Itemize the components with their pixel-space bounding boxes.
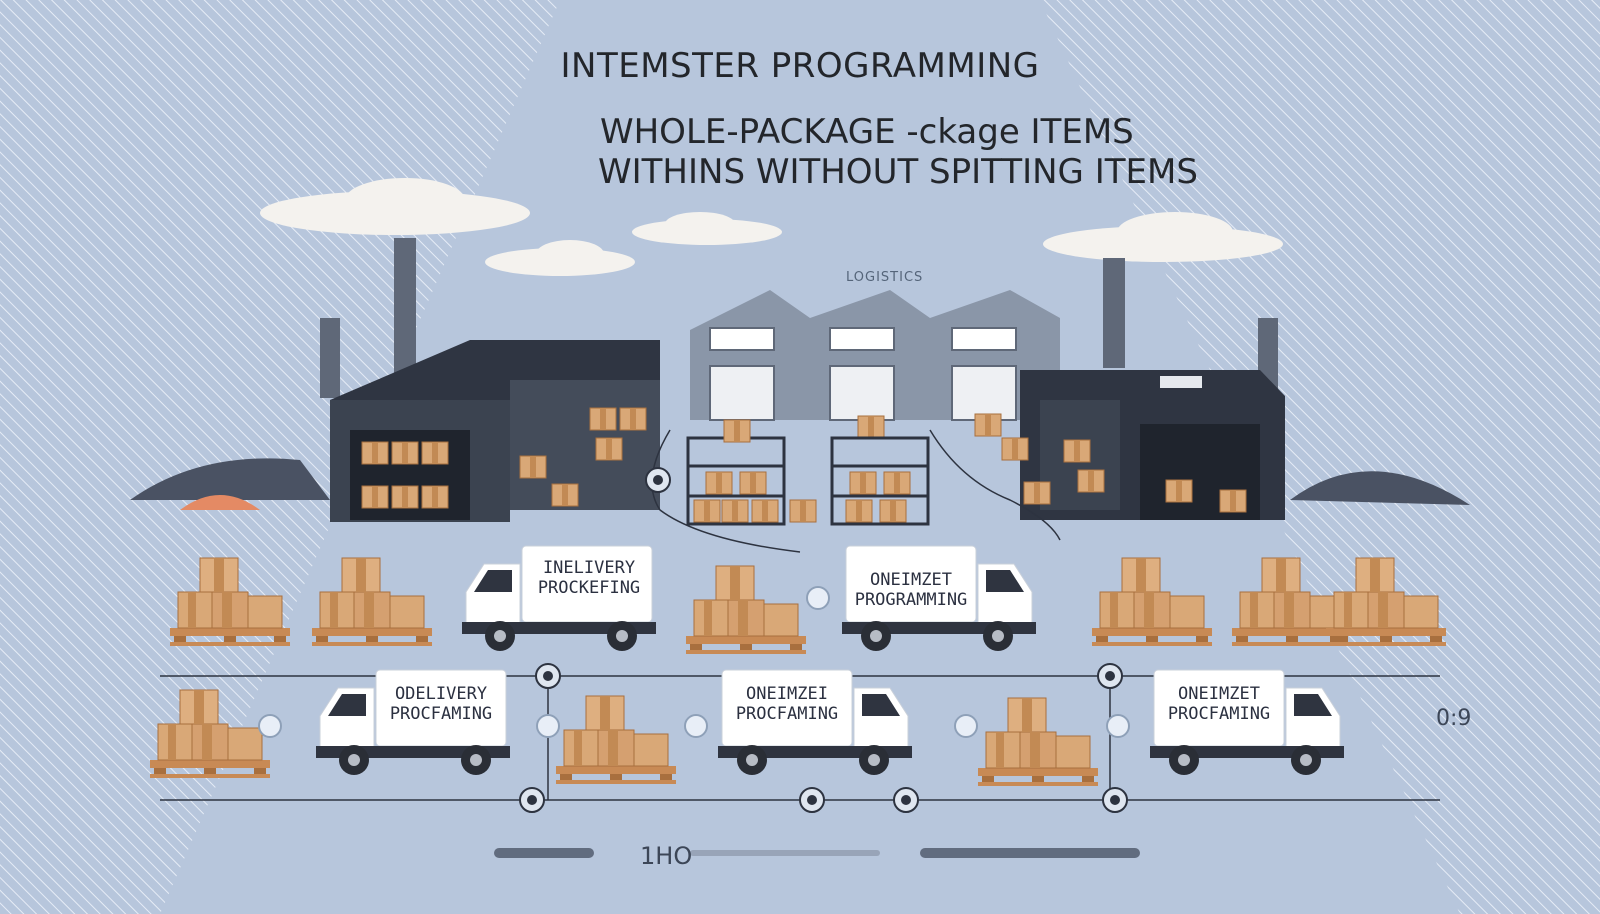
truck-3-line-1: ODELIVERY [394, 684, 488, 704]
truck-5-line-1: ONEIMZET [1178, 684, 1260, 704]
bottom-label: 1HO [640, 842, 693, 870]
truck-4-line-2: PROCFAMING [735, 704, 839, 724]
truck-1-line-1: INELIVERY [542, 558, 636, 578]
truck-4-line-1: ONEIMZEI [746, 684, 828, 704]
truck-3-line-2: PROCFAMING [389, 704, 493, 724]
truck-4-label: ONEIMZEI PROCFAMING [722, 684, 852, 724]
subtitle-line-1: WHOLE-PACKAGE -ckage ITEMS [600, 112, 1134, 152]
truck-2-line-2: PROGRAMMING [854, 590, 968, 610]
truck-5-label: ONEIMZET PROCFAMING [1154, 684, 1284, 724]
truck-1-label: INELIVERY PROCKEFING [524, 558, 654, 598]
warehouse-sign: LOGISTICS [846, 270, 924, 285]
subtitle-line-2: WITHINS WITHOUT SPITTING ITEMS [598, 152, 1198, 192]
truck-3-label: ODELIVERY PROCFAMING [376, 684, 506, 724]
corner-label: 0:9 [1436, 706, 1472, 731]
headline: INTEMSTER PROGRAMMING [560, 46, 1040, 86]
truck-1-line-2: PROCKEFING [537, 578, 641, 598]
truck-2-label: ONEIMZET PROGRAMMING [846, 570, 976, 610]
truck-5-line-2: PROCFAMING [1167, 704, 1271, 724]
truck-2-line-1: ONEIMZET [870, 570, 952, 590]
